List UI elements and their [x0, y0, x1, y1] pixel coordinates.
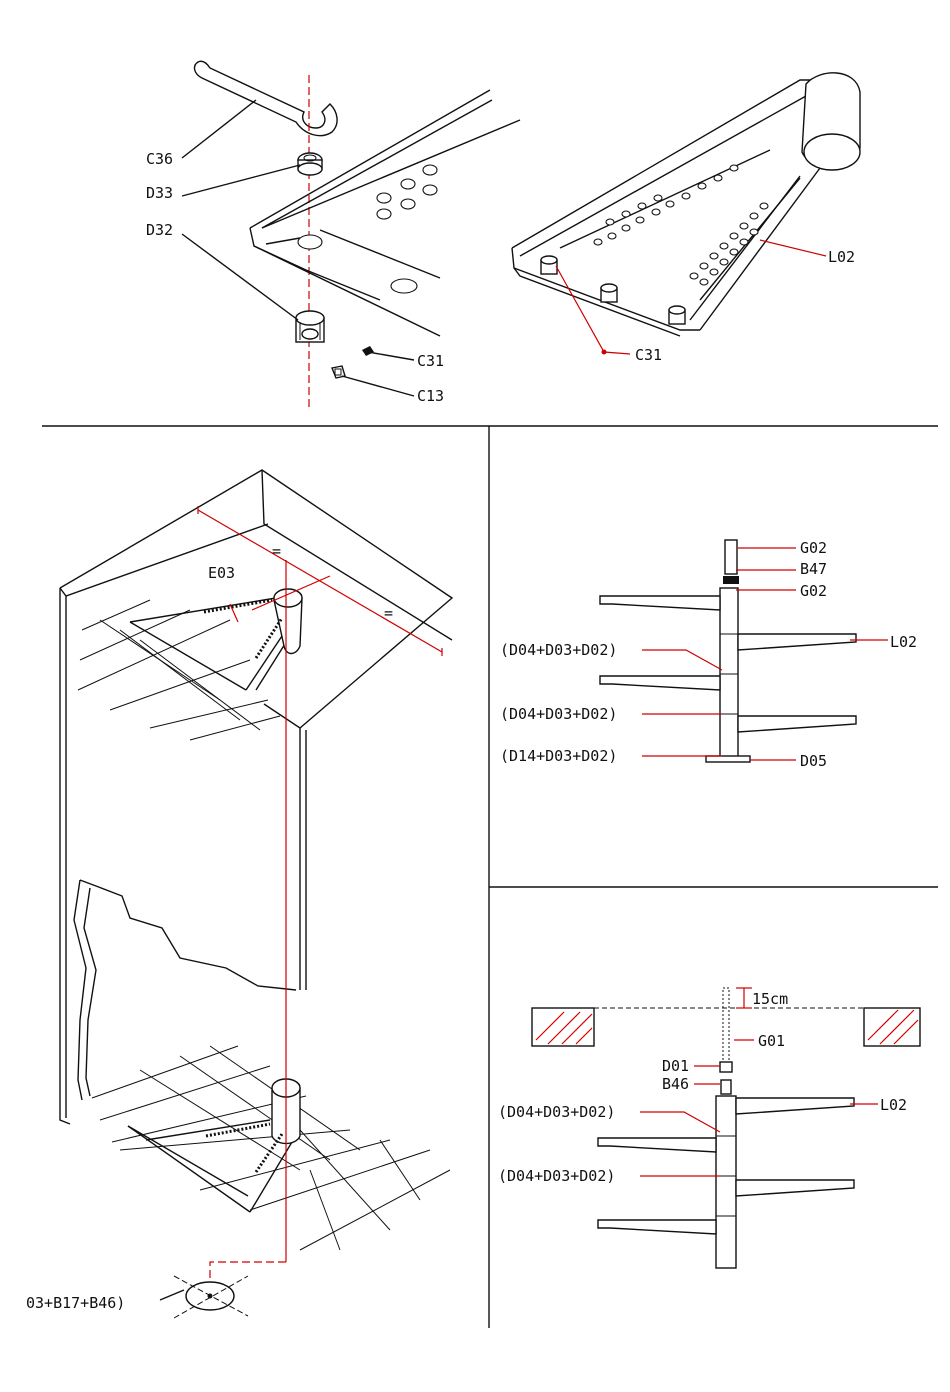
label-d32: D32: [146, 221, 173, 239]
label-15cm: 15cm: [752, 990, 788, 1008]
ceiling-bracket-e03: [130, 589, 302, 690]
label-equal-b: =: [384, 604, 393, 622]
label-d01: D01: [662, 1057, 689, 1075]
label-l02: L02: [890, 633, 917, 651]
label-combo-2: (D04+D03+D02): [500, 705, 617, 723]
label-c13: C13: [417, 387, 444, 405]
nut-d01: [720, 1062, 732, 1072]
label-c31: C31: [417, 352, 444, 370]
label-b47: B47: [800, 560, 827, 578]
sleeve-d32: [296, 311, 324, 342]
triangular-shelf-bracket: [512, 73, 860, 336]
panel-stack: G02 B47 G02 L02 (D04+D03+D02) (D04+D03+D…: [500, 539, 917, 770]
label-base-combo: 03+B17+B46): [26, 1294, 125, 1312]
base-d05: [706, 756, 750, 762]
pole: [716, 1096, 736, 1268]
panel-room: E03 = = 03+B17+B46): [26, 470, 452, 1318]
foot-sleeves: [541, 256, 685, 324]
tube-g02-top: [725, 540, 737, 574]
label-combo-1: (D04+D03+D02): [498, 1103, 615, 1121]
label-combo-3: (D14+D03+D02): [500, 747, 617, 765]
nut-d33: [298, 153, 322, 175]
panel-top-left: C36 D33 D32 C31 C13: [146, 61, 520, 408]
label-g01: G01: [758, 1032, 785, 1050]
label-c31: C31: [635, 346, 662, 364]
label-l02: L02: [828, 248, 855, 266]
shelf-bracket-partial: [250, 90, 520, 336]
ceiling-grid: [78, 600, 280, 740]
label-g02-mid: G02: [800, 582, 827, 600]
base-plate: [174, 1276, 248, 1318]
ceiling-blocks: [532, 1008, 920, 1046]
label-equal-a: =: [272, 542, 281, 560]
connector-b47: [723, 576, 739, 584]
label-d33: D33: [146, 184, 173, 202]
panel-ceiling: 15cm G01 D01 B46 L02 (D04+D03+D02) (D04+…: [498, 988, 920, 1268]
label-b46: B46: [662, 1075, 689, 1093]
wrench-c36: [195, 61, 338, 135]
rod-g01: [723, 988, 729, 1062]
pole: [720, 588, 738, 758]
label-l02: L02: [880, 1096, 907, 1114]
label-d05: D05: [800, 752, 827, 770]
screw-c31: [362, 346, 374, 356]
label-c36: C36: [146, 150, 173, 168]
label-combo-1: (D04+D03+D02): [500, 641, 617, 659]
panel-top-right: L02 C31: [512, 73, 860, 364]
label-combo-2: (D04+D03+D02): [498, 1167, 615, 1185]
label-g02-top: G02: [800, 539, 827, 557]
label-e03: E03: [208, 564, 235, 582]
floor-bracket: [128, 1079, 300, 1212]
connector-b46: [721, 1080, 731, 1094]
